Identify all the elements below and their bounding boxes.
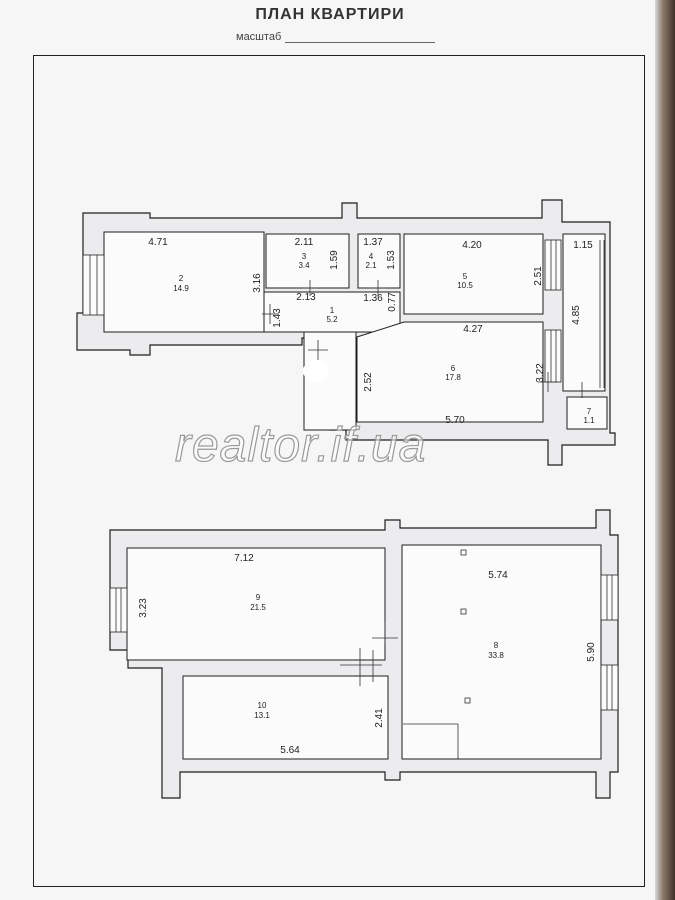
room-8	[401, 544, 602, 760]
room-4-area: 2.1	[365, 261, 377, 270]
dim-2-11: 2.11	[295, 237, 314, 248]
dim-5-74: 5.74	[488, 570, 508, 581]
drawing-frame	[33, 55, 645, 887]
dim-0-77: 0.77	[387, 292, 398, 312]
dim-5-70: 5.70	[445, 415, 465, 426]
room-5-area: 10.5	[457, 281, 473, 290]
dim-4-71: 4.71	[148, 237, 168, 248]
room-10-number: 10	[258, 701, 267, 710]
dim-1-36: 1.36	[363, 293, 383, 304]
dim-5-64: 5.64	[280, 745, 300, 756]
dim-1-15: 1.15	[573, 240, 593, 251]
lower-floor-plan: 9 21.5 8 33.8 10 13.1 7.12 5.74 5.64 3.2…	[109, 509, 619, 799]
white-blot	[303, 360, 329, 382]
room-9	[126, 547, 386, 661]
room-1-number: 1	[330, 306, 335, 315]
dim-2-13: 2.13	[296, 292, 316, 303]
room-5	[403, 233, 544, 315]
dim-4-20: 4.20	[462, 240, 482, 251]
room-3-area: 3.4	[298, 261, 310, 270]
room-7	[566, 396, 608, 430]
dim-1-53: 1.53	[386, 250, 397, 270]
room-7-number: 7	[587, 407, 592, 416]
dim-4-85: 4.85	[571, 305, 582, 325]
room-6-number: 6	[451, 364, 456, 373]
room-4	[357, 233, 401, 289]
room-1-area: 5.2	[326, 315, 338, 324]
dim-1-43: 1.43	[272, 308, 283, 328]
lower-door-marks	[340, 549, 471, 759]
lower-windows	[109, 574, 619, 711]
dim-2-51: 2.51	[533, 266, 544, 286]
room-5-number: 5	[463, 272, 468, 281]
scale-blank-line	[285, 31, 436, 43]
room-9-area: 21.5	[250, 603, 266, 612]
room-4-number: 4	[369, 252, 374, 261]
upper-windows	[82, 239, 605, 388]
room-9-number: 9	[256, 593, 261, 602]
dim-7-12: 7.12	[234, 553, 254, 564]
balcony	[562, 233, 606, 392]
watermark: realtor.if.ua	[174, 418, 427, 472]
room-3-number: 3	[302, 252, 307, 261]
dim-3-23: 3.23	[138, 598, 149, 618]
room-8-number: 8	[494, 641, 499, 650]
room-2-area: 14.9	[173, 284, 189, 293]
room-10	[182, 675, 389, 760]
dim-4-27: 4.27	[463, 324, 483, 335]
upper-floor-plan: 2 14.9 3 3.4 4 2.1 5 10.5 1 5.2 6 17.8 7…	[76, 199, 616, 466]
dim-1-37: 1.37	[363, 237, 383, 248]
dim-1-59: 1.59	[329, 250, 340, 270]
room-2	[103, 231, 265, 333]
dim-3-16: 3.16	[252, 273, 263, 293]
room-10-area: 13.1	[254, 711, 270, 720]
paper-edge-shadow	[655, 0, 675, 900]
dim-5-90: 5.90	[586, 642, 597, 662]
dim-2-52: 2.52	[363, 372, 374, 392]
scale-row: масштаб	[236, 31, 436, 43]
scale-label: масштаб	[236, 31, 282, 43]
room-3	[265, 233, 350, 289]
plan-title: ПЛАН КВАРТИРИ	[255, 6, 405, 23]
dim-3-22: 3.22	[535, 363, 546, 383]
room-7-area: 1.1	[583, 416, 595, 425]
room-6-area: 17.8	[445, 373, 461, 382]
room-6	[356, 321, 544, 423]
dim-2-41: 2.41	[374, 708, 385, 728]
room-1-corridor	[263, 291, 401, 333]
upper-door-marks	[262, 280, 583, 398]
room-8-area: 33.8	[488, 651, 504, 660]
room-2-number: 2	[179, 274, 184, 283]
